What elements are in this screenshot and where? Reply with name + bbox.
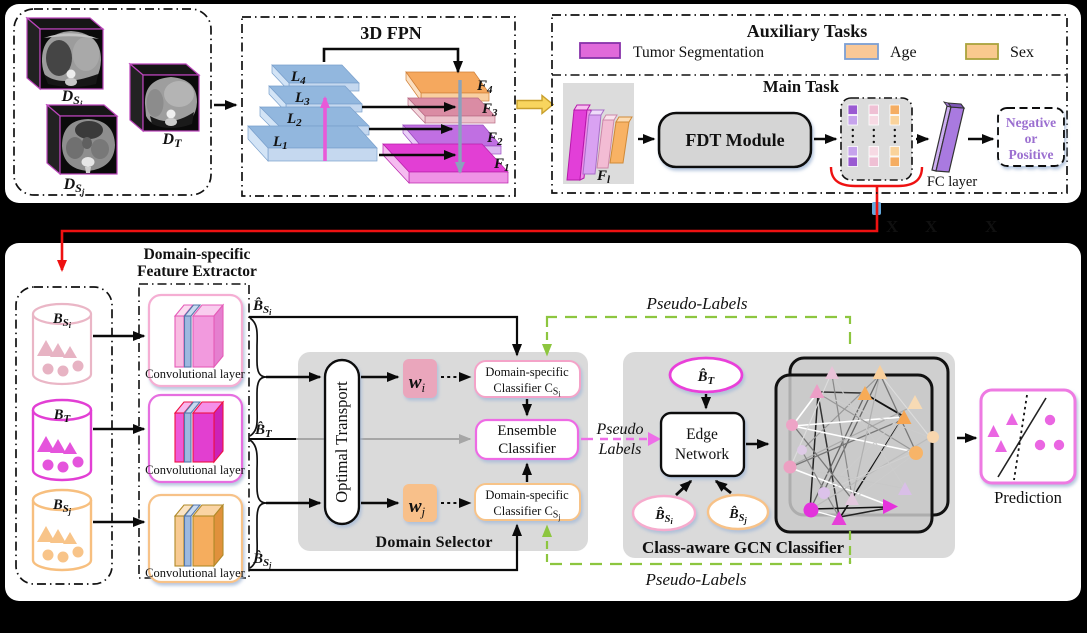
svg-text:Classifier: Classifier	[498, 441, 556, 457]
svg-text:Classifier CSi: Classifier CSi	[493, 381, 561, 399]
svg-text:X: X	[886, 217, 899, 236]
svg-text:Convolutional layer: Convolutional layer	[145, 463, 245, 477]
svg-text:Domain Selector: Domain Selector	[376, 534, 493, 551]
svg-text:or: or	[1025, 131, 1038, 146]
svg-text:Edge: Edge	[686, 426, 718, 443]
svg-text:Pseudo-Labels: Pseudo-Labels	[644, 570, 746, 589]
svg-text:Domain-specific: Domain-specific	[144, 246, 251, 263]
svg-text:Convolutional layer: Convolutional layer	[145, 566, 245, 580]
svg-text:FDT Module: FDT Module	[685, 130, 784, 150]
svg-text:X: X	[985, 217, 998, 236]
svg-text:Age: Age	[890, 44, 917, 61]
svg-text:Negative: Negative	[1006, 115, 1056, 130]
svg-text:Tumor Segmentation: Tumor Segmentation	[633, 44, 764, 61]
svg-text:Domain-specific: Domain-specific	[485, 365, 569, 379]
svg-text:Feature Extractor: Feature Extractor	[137, 263, 257, 280]
svg-text:3D FPN: 3D FPN	[360, 23, 422, 43]
svg-text:Domain-specific: Domain-specific	[485, 488, 569, 502]
svg-text:Prediction: Prediction	[994, 488, 1062, 507]
svg-text:Auxiliary Tasks: Auxiliary Tasks	[747, 21, 868, 41]
svg-text:DSj: DSj	[63, 176, 85, 197]
svg-text:Pseudo-Labels: Pseudo-Labels	[645, 294, 747, 313]
svg-text:Network: Network	[675, 446, 729, 463]
svg-text:Optimal Transport: Optimal Transport	[332, 381, 351, 503]
svg-text:Main Task: Main Task	[763, 77, 840, 96]
svg-text:Classifier CSj: Classifier CSj	[493, 504, 560, 522]
svg-text:wi: wi	[409, 372, 426, 395]
svg-text:Class-aware GCN Classifier: Class-aware GCN Classifier	[642, 538, 844, 557]
svg-text:FC layer: FC layer	[927, 174, 978, 190]
svg-text:Convolutional layer: Convolutional layer	[145, 367, 245, 381]
svg-text:DSi: DSi	[61, 88, 83, 109]
svg-text:wj: wj	[409, 496, 426, 519]
svg-text:DT: DT	[162, 131, 183, 150]
svg-text:Labels: Labels	[598, 441, 642, 458]
svg-text:Positive: Positive	[1009, 147, 1054, 162]
svg-text:Sex: Sex	[1010, 44, 1034, 61]
svg-text:Pseudo: Pseudo	[595, 421, 643, 438]
svg-text:Ensemble: Ensemble	[497, 423, 556, 439]
svg-text:X: X	[925, 217, 938, 236]
